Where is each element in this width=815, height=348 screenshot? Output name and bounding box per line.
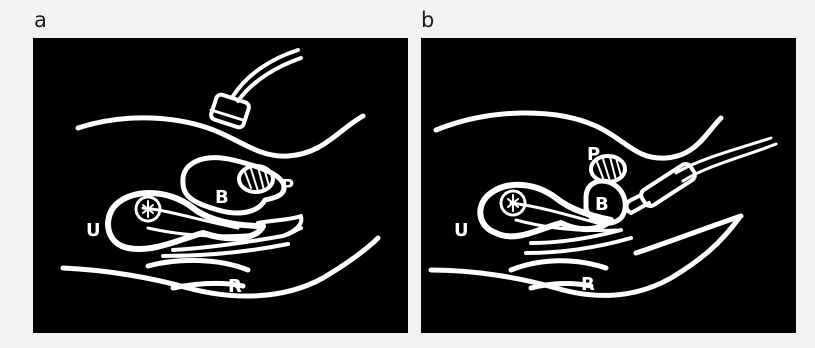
rectum-label: R: [581, 274, 595, 295]
panel-b-diagram: P B U R: [421, 38, 796, 333]
abdominal-wall: [436, 113, 721, 158]
uterus-outline: [108, 193, 263, 249]
uterus-label: U: [86, 220, 101, 241]
abdominal-transducer-icon: [210, 50, 301, 129]
panel-a-letter: a: [34, 10, 47, 31]
panel-a: B P U R: [33, 38, 408, 333]
bladder-label: B: [215, 187, 229, 208]
panel-b-letter: b: [421, 10, 434, 31]
prostate-label: P: [587, 144, 600, 165]
panel-b: P B U R: [421, 38, 796, 333]
vaginal-canal: [531, 230, 621, 243]
rectum-upper: [511, 261, 606, 270]
panel-a-diagram: B P U R: [33, 38, 408, 333]
rectum-label: R: [228, 276, 242, 297]
prostate-hatched: [239, 166, 273, 192]
prostate-label: P: [281, 176, 294, 197]
uterus-label: U: [454, 220, 469, 241]
rectum-upper: [148, 260, 248, 270]
bladder-label: B: [595, 194, 609, 215]
transrectal-probe-icon: [627, 138, 777, 213]
